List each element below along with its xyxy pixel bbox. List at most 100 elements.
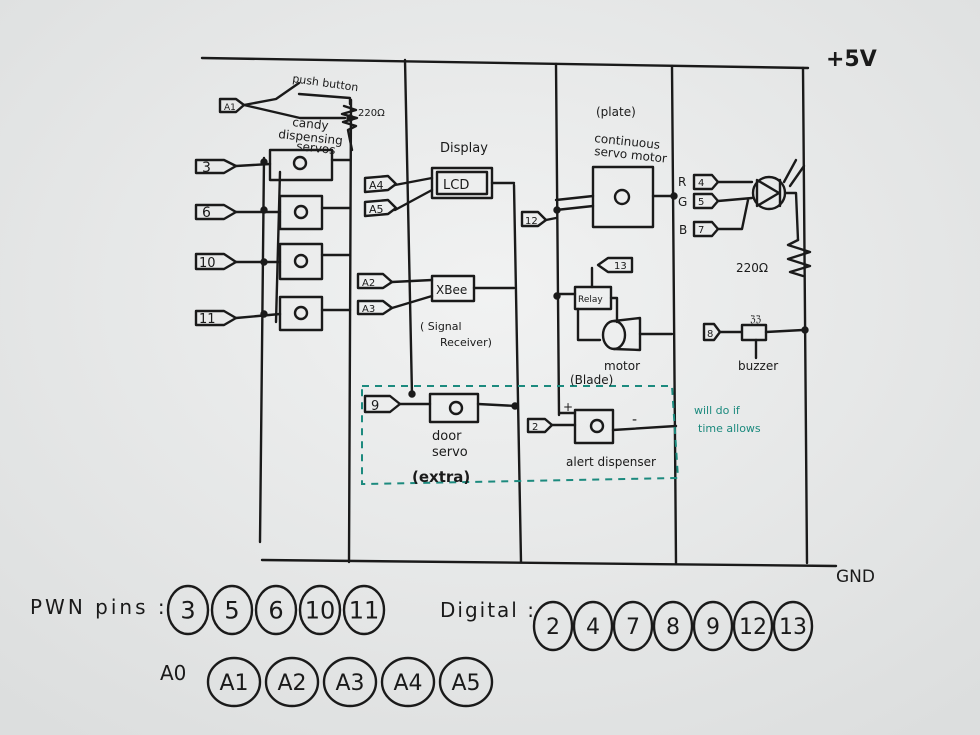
pwm-pin-text: 10 — [305, 597, 336, 625]
bus-wire-3 — [512, 183, 523, 564]
pin-9-label: 9 — [371, 399, 379, 414]
candy-title-3: servos — [296, 139, 337, 157]
pwm-pin-text: 11 — [349, 597, 380, 625]
plate-servo-horn — [613, 188, 631, 206]
pwm-pin-6: 6 — [254, 584, 298, 636]
pwm-pin-circle — [254, 584, 298, 636]
digital-pin-text: 8 — [666, 615, 680, 640]
digital-pin-7: 7 — [612, 600, 654, 652]
analog-pin-a4: A4 — [380, 656, 436, 708]
analog-pin-circle — [380, 656, 436, 708]
optional-note-2: time allows — [698, 422, 761, 435]
analog-pin-text: A3 — [335, 671, 364, 696]
buzzer-mark: ℨℨ — [750, 314, 762, 325]
plate-title-1: continuous — [594, 131, 661, 152]
pushbutton-wire — [297, 92, 352, 106]
digital-pin-2: 2 — [532, 600, 574, 652]
pin-a2-label: A2 — [362, 278, 375, 289]
alert-servo-box — [573, 408, 615, 445]
pin-3-label: 3 — [202, 160, 211, 176]
pin-6-label: 6 — [202, 205, 211, 221]
pin-tags — [194, 97, 722, 434]
buzzer-label: buzzer — [738, 359, 778, 373]
pin-a3-label: A3 — [362, 304, 375, 315]
wire-pin12 — [544, 216, 558, 222]
servo-horn-4 — [293, 305, 309, 321]
door-label-1: door — [432, 429, 462, 444]
wire-a2 — [390, 278, 434, 284]
wire-pin11 — [234, 312, 282, 320]
pwm-pin-10: 10 — [298, 584, 342, 636]
wire-a4 — [393, 176, 434, 187]
pwm-pin-5: 5 — [210, 584, 254, 636]
lcd-label: LCD — [443, 178, 469, 193]
digital-pin-circle — [732, 600, 774, 652]
pin-a4-label: A4 — [369, 179, 384, 192]
bus-wire-2 — [347, 98, 353, 564]
pin-8-label: 8 — [707, 329, 713, 340]
digital-pin-circle — [532, 600, 574, 652]
digital-pin-text: 13 — [779, 615, 807, 640]
candy-title-1: candy — [292, 115, 330, 133]
analog-pins-label: A0 — [160, 661, 186, 685]
digital-pin-8: 8 — [652, 600, 694, 652]
motor-label: motor — [604, 359, 640, 373]
analog-pin-text: A2 — [277, 671, 306, 696]
pushbutton-contact — [242, 81, 301, 107]
blade-label: (Blade) — [570, 373, 613, 387]
wire-a5 — [393, 188, 434, 212]
resistor-1-label: 220Ω — [358, 108, 385, 119]
analog-pin-circle — [322, 656, 378, 708]
servo-horn-3 — [293, 253, 309, 269]
analog-pin-a3: A3 — [322, 656, 378, 708]
pwm-pin-3: 3 — [166, 584, 210, 636]
digital-pin-circle — [652, 600, 694, 652]
door-servo-box — [428, 392, 480, 424]
lcd-inner-box — [435, 170, 489, 196]
pwm-pin-text: 5 — [224, 597, 239, 625]
digital-pin-text: 12 — [739, 615, 767, 640]
led-letter-g: G — [678, 195, 687, 209]
digital-pin-circle — [772, 600, 814, 652]
pwm-pin-circle — [342, 584, 386, 636]
alert-servo-horn — [589, 418, 605, 434]
vcc-rail — [200, 56, 810, 70]
servo-horn-1 — [292, 155, 308, 171]
alert-label: alert dispenser — [566, 455, 656, 469]
pwm-pin-circle — [210, 584, 254, 636]
candy-title-2: dispensing — [278, 127, 344, 148]
digital-pin-circle — [692, 600, 734, 652]
pwm-pin-text: 6 — [268, 597, 283, 625]
bus-wire-5 — [670, 64, 678, 565]
signal-receiver-line1: ( Signal — [420, 320, 462, 333]
plate-signal-wire — [554, 204, 595, 212]
bus-wire-4 — [554, 62, 561, 417]
bus-wire-6 — [801, 66, 809, 565]
signal-receiver-line2: Receiver) — [440, 336, 492, 349]
pin-a1-label: A1 — [224, 103, 236, 113]
servo-horn-2 — [293, 204, 309, 220]
resistor-2 — [786, 238, 812, 278]
relay-return-wire — [576, 307, 602, 342]
alert-plus: + — [563, 400, 573, 414]
pwm-pin-text: 3 — [180, 597, 195, 625]
digital-pin-9: 9 — [692, 600, 734, 652]
pin-a5-label: A5 — [369, 203, 384, 216]
buzzer-wires — [754, 328, 805, 360]
analog-pin-circle — [206, 656, 262, 708]
analog-pin-text: A4 — [393, 671, 422, 696]
relay-label: Relay — [578, 295, 603, 305]
pin-5-label: 5 — [698, 197, 704, 208]
analog-pin-text: A5 — [451, 671, 480, 696]
digital-pin-4: 4 — [572, 600, 614, 652]
resistor-2-label: 220Ω — [736, 261, 768, 275]
pin-10-label: 10 — [199, 256, 216, 271]
led-light-arrows — [782, 158, 806, 188]
door-power-wire — [476, 402, 518, 408]
extra-label: (extra) — [412, 468, 470, 486]
pin-7-label: 7 — [698, 225, 704, 236]
pin-4-label: 4 — [698, 178, 704, 189]
pin-13-label: 13 — [614, 261, 627, 272]
